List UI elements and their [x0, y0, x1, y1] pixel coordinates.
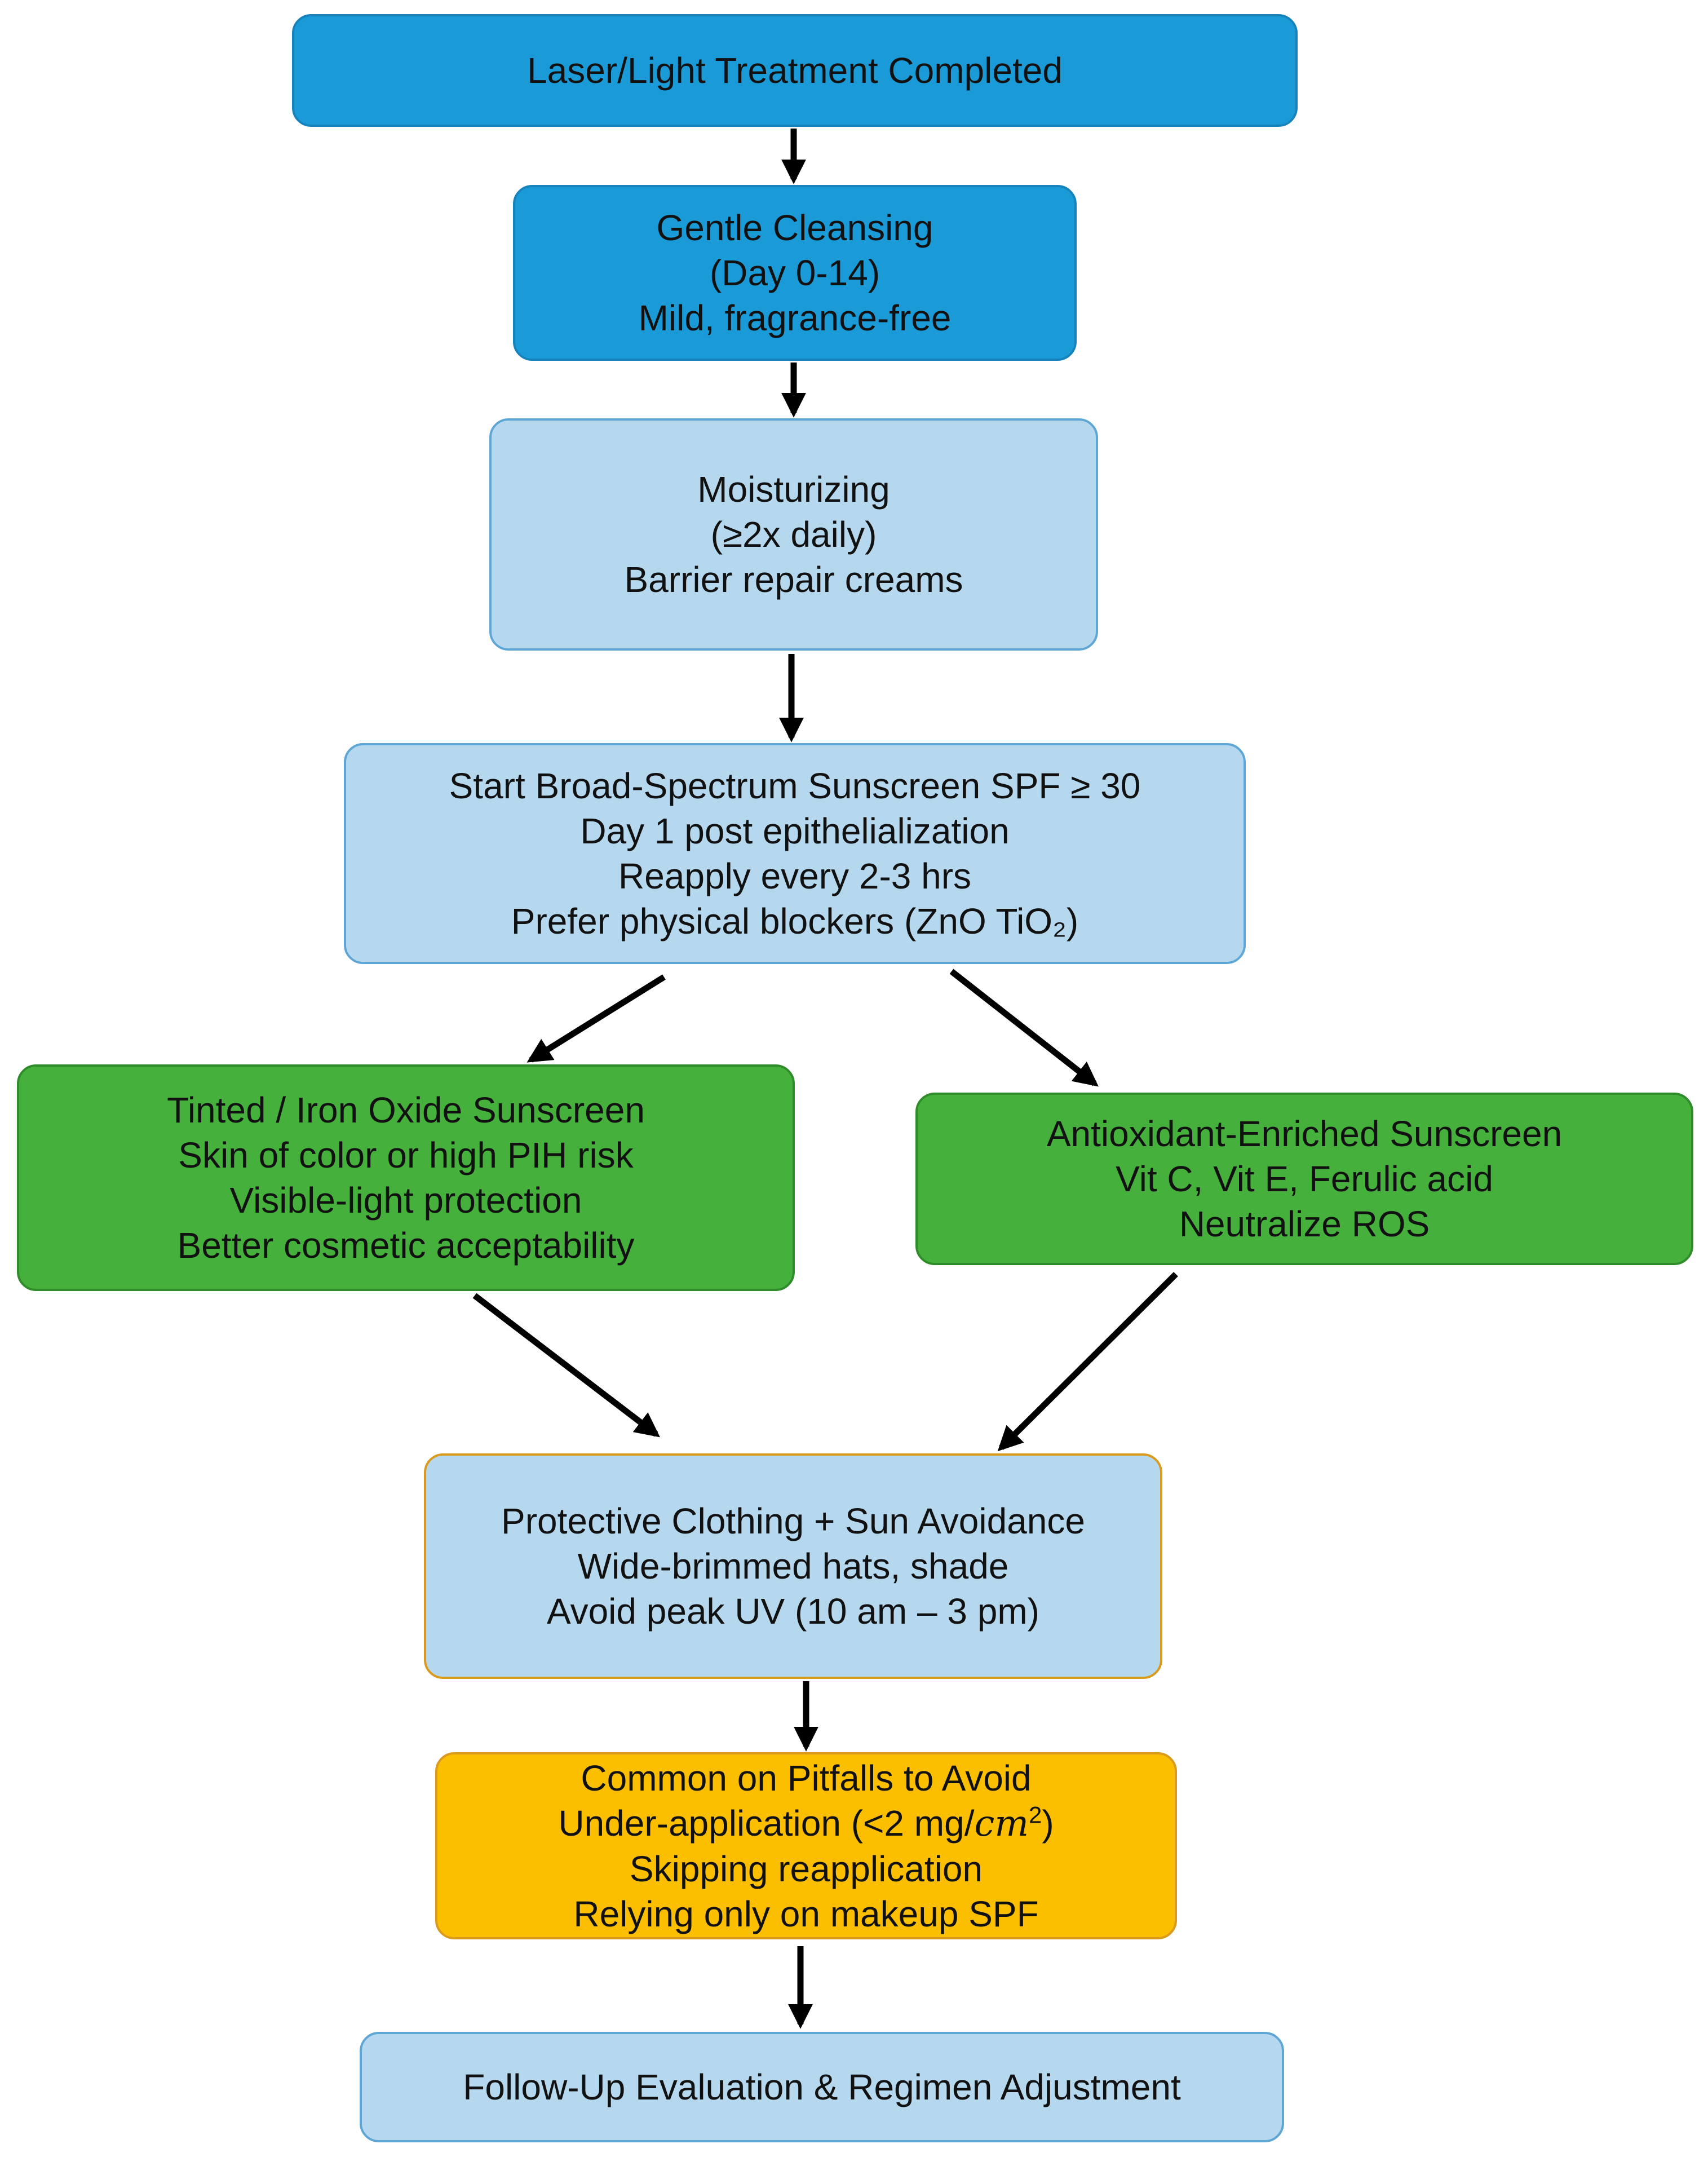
pitfalls-line-2: Under-application (<2 mg/cm2): [558, 1801, 1054, 1846]
pitfalls-unit: cm: [974, 1802, 1029, 1845]
pitfalls-line-1: Common on Pitfalls to Avoid: [581, 1757, 1032, 1798]
laser-line-1: Laser/Light Treatment Completed: [527, 50, 1063, 91]
pitfalls-line-3: Skipping reapplication: [629, 1848, 983, 1889]
tinted-line-1: Tinted / Iron Oxide Sunscreen: [167, 1090, 645, 1130]
arrow-antioxidant-to-protective: [997, 1272, 1178, 1452]
antioxidant-line-3: Neutralize ROS: [1179, 1204, 1430, 1244]
follow-up-box: Follow-Up Evaluation & Regimen Adjustmen…: [360, 2032, 1284, 2142]
cleansing-line-1: Gentle Cleansing: [656, 207, 933, 248]
pitfalls-box: Common on Pitfalls to Avoid Under-applic…: [435, 1752, 1177, 1939]
tinted-line-3: Visible-light protection: [229, 1180, 582, 1221]
moisturizing-line-3: Barrier repair creams: [624, 559, 963, 600]
protective-line-3: Avoid peak UV (10 am – 3 pm): [547, 1591, 1039, 1632]
tinted-sunscreen-box: Tinted / Iron Oxide Sunscreen Skin of co…: [17, 1064, 795, 1291]
tinted-line-4: Better cosmetic acceptability: [177, 1225, 635, 1266]
moisturizing-line-1: Moisturizing: [697, 469, 890, 510]
protective-line-1: Protective Clothing + Sun Avoidance: [501, 1501, 1085, 1541]
antioxidant-sunscreen-box: Antioxidant-Enriched Sunscreen Vit C, Vi…: [915, 1093, 1693, 1265]
antioxidant-line-2: Vit C, Vit E, Ferulic acid: [1116, 1159, 1493, 1199]
moisturizing-line-2: (≥2x daily): [710, 514, 877, 555]
arrow-sunscreen-to-antioxidant: [949, 969, 1099, 1087]
pitfalls-unit-exponent: 2: [1029, 1801, 1042, 1828]
pitfalls-line-2-suffix: ): [1042, 1802, 1054, 1844]
sunscreen-line-1: Start Broad-Spectrum Sunscreen SPF ≥ 30: [449, 766, 1141, 806]
gentle-cleansing-box: Gentle Cleansing (Day 0-14) Mild, fragra…: [513, 185, 1077, 361]
antioxidant-line-1: Antioxidant-Enriched Sunscreen: [1046, 1113, 1563, 1154]
pitfalls-line-2-prefix: Under-application (<2 mg/: [558, 1802, 975, 1844]
pitfalls-line-4: Relying only on makeup SPF: [573, 1893, 1039, 1934]
cleansing-line-2: (Day 0-14): [709, 253, 880, 293]
sunscreen-start-box: Start Broad-Spectrum Sunscreen SPF ≥ 30 …: [344, 743, 1246, 964]
tinted-line-2: Skin of color or high PIH risk: [178, 1135, 634, 1175]
sunscreen-line-2: Day 1 post epithelialization: [580, 811, 1010, 851]
cleansing-line-3: Mild, fragrance-free: [638, 298, 952, 338]
sunscreen-line-4: Prefer physical blockers (ZnO TiO₂): [511, 901, 1079, 942]
followup-line-1: Follow-Up Evaluation & Regimen Adjustmen…: [463, 2067, 1181, 2107]
arrow-tinted-to-protective: [472, 1293, 660, 1438]
moisturizing-box: Moisturizing (≥2x daily) Barrier repair …: [489, 418, 1098, 651]
protective-line-2: Wide-brimmed hats, shade: [577, 1546, 1009, 1586]
protective-clothing-box: Protective Clothing + Sun Avoidance Wide…: [424, 1453, 1162, 1679]
sunscreen-line-3: Reapply every 2-3 hrs: [618, 856, 972, 896]
arrow-sunscreen-to-tinted: [526, 974, 666, 1063]
laser-treatment-completed-box: Laser/Light Treatment Completed: [292, 14, 1298, 127]
